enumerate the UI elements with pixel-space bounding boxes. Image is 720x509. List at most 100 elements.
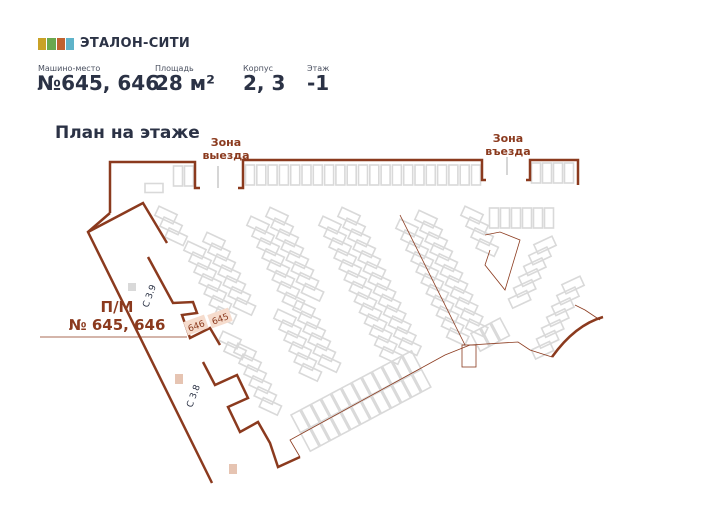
selected-spot-label: П/М № 645, 646	[42, 298, 192, 334]
parking-spot	[469, 327, 491, 353]
parking-spot	[358, 302, 383, 322]
parking-spot	[540, 318, 565, 339]
parking-spot	[272, 308, 298, 328]
parking-spot	[439, 263, 464, 284]
brand-logo	[38, 38, 74, 50]
parking-spot	[429, 241, 454, 262]
parking-spot	[301, 321, 327, 341]
entry-zone-line1: Зона	[492, 132, 524, 145]
parking-spot	[464, 216, 490, 236]
parking-spot	[401, 373, 422, 399]
parking-spot	[250, 226, 276, 246]
parking-spot	[307, 331, 332, 352]
parking-spot	[550, 296, 576, 317]
parking-spot	[474, 237, 500, 258]
parking-spot	[187, 251, 213, 271]
parking-spot	[144, 182, 164, 194]
parking-spot	[335, 164, 346, 186]
parking-spot	[260, 247, 286, 268]
area-label: Площадь	[155, 64, 194, 73]
exit-zone-label: Зона выезда	[198, 136, 254, 162]
parking-spot	[320, 393, 341, 418]
parking-spot	[380, 164, 391, 186]
parking-spot	[242, 363, 268, 384]
selected-label-line1: П/М	[100, 298, 134, 316]
entry-zone-line2: въезда	[485, 145, 531, 158]
stair-rooms	[128, 283, 237, 474]
parking-spot	[276, 280, 301, 301]
parking-spot	[290, 260, 315, 281]
parking-spot	[182, 240, 208, 260]
parking-spot	[423, 231, 449, 251]
parking-spot	[281, 291, 306, 311]
parking-spot	[373, 334, 399, 355]
parking-spot	[394, 218, 420, 238]
section-c38: С 3.8	[185, 383, 203, 409]
parking-spot	[322, 226, 348, 246]
parking-spot	[208, 294, 233, 315]
parking-spot	[404, 239, 430, 260]
parking-spot	[293, 351, 318, 372]
parking-spot	[418, 220, 444, 240]
parking-spot	[323, 164, 335, 186]
parking-spot	[535, 329, 560, 350]
parking-spot	[282, 329, 308, 350]
parking-spot	[285, 249, 310, 270]
parking-spot	[255, 164, 267, 186]
parking-spot	[245, 215, 271, 235]
parking-spot	[488, 207, 500, 229]
parking-spot	[560, 275, 586, 295]
parking-spot	[269, 217, 295, 237]
parking-space-value: №645, 646	[37, 71, 160, 95]
parking-spot	[291, 299, 317, 319]
parking-spot	[490, 316, 511, 342]
parking-spot	[211, 253, 237, 273]
parking-spot	[203, 283, 228, 304]
parking-spot	[399, 229, 425, 249]
parking-spot	[232, 296, 257, 317]
parking-spot	[512, 278, 537, 299]
parking-spot	[348, 280, 373, 301]
parking-spot	[222, 341, 248, 361]
parking-spot	[436, 164, 448, 186]
parking-spot	[244, 164, 256, 186]
parking-spot	[532, 235, 558, 255]
parking-spot	[479, 322, 501, 347]
parking-spot	[430, 294, 455, 314]
parking-spot	[350, 400, 371, 426]
parking-spot	[545, 307, 571, 328]
parking-spot	[192, 261, 218, 282]
parking-spot	[470, 164, 482, 186]
parking-spot	[522, 256, 548, 277]
selected-spots: 646 645	[183, 307, 233, 336]
parking-spot	[183, 165, 195, 187]
spot-645[interactable]: 645	[207, 307, 233, 329]
parking-spot	[340, 382, 362, 407]
parking-spot	[317, 215, 343, 235]
parking-spot	[541, 162, 553, 184]
parking-spot	[332, 247, 358, 268]
parking-spot	[312, 164, 324, 186]
brand-name: ЭТАЛОН-СИТИ	[80, 36, 191, 51]
parking-spot	[459, 205, 485, 225]
parking-spot	[346, 164, 358, 186]
parking-spot	[206, 242, 232, 262]
parking-spot	[346, 228, 372, 248]
parking-spot	[153, 205, 179, 225]
parking-spot	[350, 376, 372, 402]
parking-spot	[434, 252, 459, 273]
parking-spot	[527, 246, 553, 266]
parking-spot	[310, 398, 331, 423]
parking-spot	[258, 396, 283, 417]
parking-spot	[391, 164, 403, 186]
parking-spot	[440, 316, 465, 336]
parking-spot	[357, 249, 382, 270]
parking-spot	[255, 236, 281, 257]
parking-spot	[217, 263, 242, 284]
parking-spot	[368, 164, 380, 186]
parking-spot	[425, 283, 450, 304]
parking-spot	[370, 389, 392, 415]
parking-spot	[367, 271, 392, 292]
entry-zone-label: Зона въезда	[480, 132, 536, 158]
parking-spot	[360, 395, 382, 420]
